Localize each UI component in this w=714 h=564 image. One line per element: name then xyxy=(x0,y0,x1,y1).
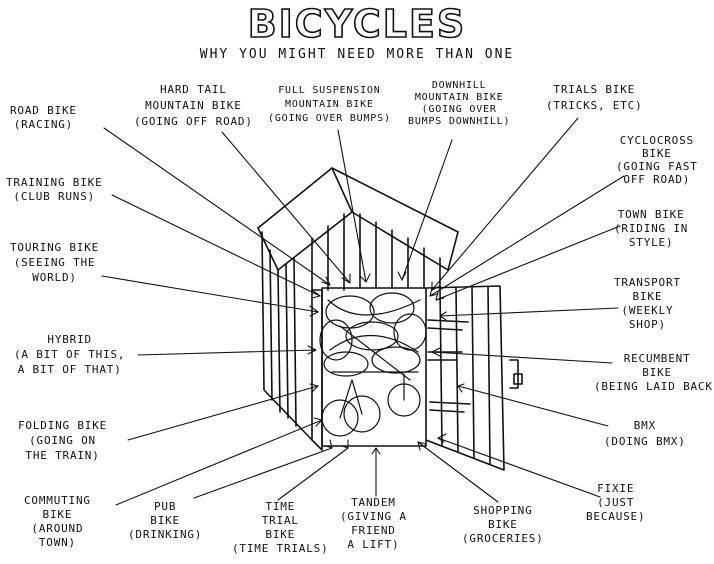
shed-open-door xyxy=(425,285,523,471)
label-shopping-bike: SHOPPING BIKE (GROCERIES) xyxy=(462,504,544,545)
shed-doorway xyxy=(321,287,427,447)
label-time-trial-bike: TIME TRIAL BIKE (TIME TRIALS) xyxy=(232,500,329,555)
leader-lines xyxy=(101,117,625,506)
label-bmx: BMX (DOING BMX) xyxy=(604,419,686,448)
label-town-bike: TOWN BIKE (RIDING IN STYLE) xyxy=(614,208,689,249)
label-commuting-bike: COMMUTING BIKE (AROUND TOWN) xyxy=(24,494,91,549)
label-downhill-mountain-bike: DOWNHILL MOUNTAIN BIKE (GOING OVER BUMPS… xyxy=(408,80,511,127)
label-trials-bike: TRIALS BIKE (TRICKS, ETC) xyxy=(546,83,643,112)
label-hybrid: HYBRID (A BIT OF THIS, A BIT OF THAT) xyxy=(14,333,126,376)
label-pub-bike: PUB BIKE (DRINKING) xyxy=(128,500,203,541)
label-recumbent-bike: RECUMBENT BIKE (BEING LAID BACK) xyxy=(594,352,714,393)
shed-front-wall xyxy=(311,213,441,451)
label-cyclocross-bike: CYCLOCROSS BIKE (GOING FAST OFF ROAD) xyxy=(616,134,698,186)
shed-roof xyxy=(257,167,459,271)
page-subtitle: WHY YOU MIGHT NEED MORE THAN ONE xyxy=(199,47,515,62)
label-folding-bike: FOLDING BIKE (GOING ON THE TRAIN) xyxy=(18,419,108,462)
page-title: BICYCLES xyxy=(247,1,467,47)
label-touring-bike: TOURING BIKE (SEEING THE WORLD) xyxy=(10,241,100,284)
label-transport-bike: TRANSPORT BIKE (WEEKLY SHOP) xyxy=(614,276,681,331)
bike-tangle xyxy=(319,292,427,437)
label-fixie: FIXIE (JUST BECAUSE) xyxy=(586,482,646,523)
arrow-heads xyxy=(307,271,465,455)
label-full-suspension-mountain-bike: FULL SUSPENSION MOUNTAIN BIKE (GOING OVE… xyxy=(268,85,391,124)
label-hard-tail-mountain-bike: HARD TAIL MOUNTAIN BIKE (GOING OFF ROAD) xyxy=(134,83,253,128)
shed-shelves xyxy=(427,319,471,413)
label-training-bike: TRAINING BIKE (CLUB RUNS) xyxy=(6,176,103,203)
label-road-bike: ROAD BIKE (RACING) xyxy=(10,104,77,131)
shed-side-wall xyxy=(261,231,313,441)
label-tandem: TANDEM (GIVING A FRIEND A LIFT) xyxy=(340,496,407,551)
